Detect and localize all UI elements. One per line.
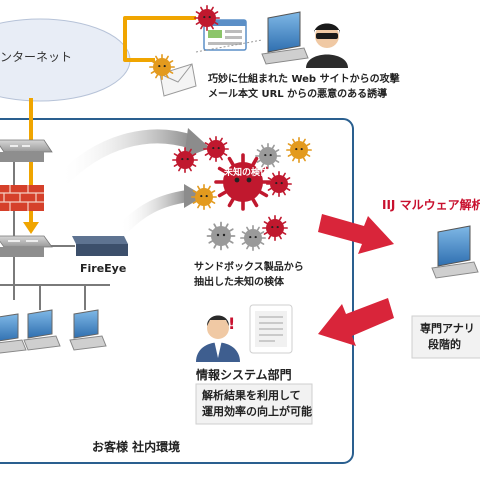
malware-virus-icon: [262, 215, 288, 241]
alert-exclamation-icon: !: [228, 314, 236, 333]
fireeye-appliance-icon: [72, 236, 128, 256]
router-icon: [0, 139, 53, 162]
malware-virus-icon: [191, 184, 217, 210]
analyst-pc-icon: [431, 225, 479, 279]
virus-layer: [149, 5, 312, 251]
report-document-icon: [249, 304, 293, 354]
infosys-person-icon: [196, 315, 240, 362]
malware-virus-icon: [206, 221, 236, 251]
client-pc-icon: [23, 309, 61, 351]
fireeye-label: FireEye: [80, 262, 127, 275]
analyst-caption-box: [411, 315, 480, 359]
malware-virus-icon: [203, 136, 229, 162]
infosys-caption-line2: 運用効率の向上が可能: [202, 405, 312, 418]
sandbox-caption-line2: 抽出した未知の検体: [194, 277, 284, 288]
malware-virus-icon: [214, 153, 272, 211]
attack-description-line2: メール本文 URL からの悪意のある誘導: [208, 89, 388, 100]
malware-virus-icon: [286, 137, 312, 163]
customer-environment-panel: [0, 118, 354, 464]
gray-curved-arrow: [114, 190, 194, 238]
infosys-caption-box: [195, 383, 313, 425]
attack-description-line1: 巧妙に仕組まれた Web サイトからの攻撃: [208, 74, 400, 85]
red-arrow-to-iij: [318, 214, 394, 254]
malware-virus-icon: [255, 143, 281, 169]
dotted-link: [195, 39, 263, 53]
analyst-caption-line1: 専門アナリ: [420, 322, 475, 335]
red-arrow-to-infosys: [318, 298, 394, 346]
infosys-caption-line1: 解析結果を利用して: [202, 389, 301, 402]
switch-icon: [0, 235, 53, 257]
internet-label: ンターネット: [0, 50, 73, 64]
analyst-caption-line2: 段階的: [428, 338, 461, 351]
malware-virus-icon: [194, 5, 220, 31]
malware-virus-icon: [149, 54, 175, 80]
firewall-icon: [0, 185, 44, 211]
infosys-title: 情報システム部門: [196, 368, 292, 382]
unknown-sample-label: 未知の検体: [224, 168, 270, 178]
attacker-pc-icon: [261, 11, 309, 65]
malware-virus-icon: [266, 171, 292, 197]
malicious-website-icon: [203, 19, 247, 51]
sandbox-caption-line1: サンドボックス製品から: [194, 262, 304, 273]
client-pc-icon: [0, 313, 27, 354]
client-pc-icon: [69, 309, 107, 351]
gray-curved-arrow: [53, 129, 199, 189]
attacker-person-icon: [306, 23, 348, 68]
malware-virus-icon: [172, 147, 198, 173]
customer-environment-label: お客様 社内環境: [92, 440, 181, 454]
malware-virus-icon: [240, 225, 266, 251]
iij-malware-analysis-label: IIJ マルウェア解析: [382, 198, 480, 212]
orange-down-arrowhead: [23, 222, 39, 234]
gray-arrowhead: [184, 184, 204, 208]
